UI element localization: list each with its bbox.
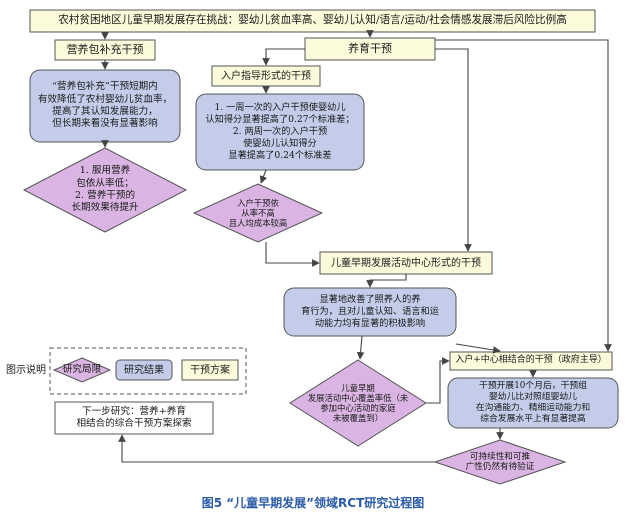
combined-header-box (449, 351, 613, 371)
home-visit-limit-diamond (192, 183, 324, 243)
home-visit-result-box (195, 93, 365, 171)
home-visit-result-to-limit-arrow (259, 169, 268, 184)
combined-limit-to-next-step-arrow (118, 434, 435, 463)
home-visit-limit-to-center-arrow (265, 242, 320, 267)
nutrition-limit-diamond (22, 147, 188, 233)
combined-limit-diamond (433, 439, 567, 485)
parenting-header-text: 养育干预 (348, 41, 392, 55)
title-box (29, 9, 596, 33)
figure-caption: 图5 “儿童早期发展”领域RCT研究过程图 (201, 496, 425, 510)
legend-intervention-swatch (181, 359, 239, 381)
legend-result-swatch (115, 359, 173, 381)
parenting-to-combined-arrow (435, 39, 612, 352)
center-limit-to-combined-arrow (426, 357, 450, 404)
center-header-text: 儿童早期发展活动中心形式的干预 (331, 257, 481, 269)
center-result-box (283, 287, 457, 337)
nutrition-limit-text: 1. 服用营养 包依从率低； 2. 营养干预的 长期效果待提升 (71, 165, 139, 214)
center-result-to-limit-arrow (356, 335, 365, 360)
legend-intervention-label: 干预方案 (190, 364, 230, 376)
center-limit-diamond (289, 359, 427, 447)
center-result-text: 显著地改善了照养人的养 育行为，且对儿童认知、语言和运 动能力均有显著的积极影响 (301, 294, 439, 329)
parenting-to-home-visit-arrow (262, 48, 305, 66)
nutrition-header-text: 营养包补充干预 (66, 42, 144, 56)
legend-limitation-label: 研究局限 (62, 363, 102, 375)
home-visit-result-text: 1. 一周一次的入户干预使婴幼儿 认知得分显著提高了0.27个标准差； 2. 两… (205, 102, 355, 161)
combined-limit-text: 可持续性和可推 广性仍然有待验证 (465, 451, 535, 472)
combined-header-text: 入户+中心相结合的干预（政府主导） (455, 355, 607, 366)
legend-result-label: 研究结果 (124, 364, 164, 376)
legend-title: 图示说明 (6, 364, 46, 376)
nutrition-result-text: “营养包补充”干预短期内 有效降低了农村婴幼儿贫血率， 提高了其认知发展能力， … (37, 81, 173, 130)
next-step-box (54, 401, 214, 435)
combined-result-box (447, 377, 619, 429)
home-visit-header-text: 入户指导形式的干预 (221, 70, 311, 82)
title-text: 农村贫困地区儿童早期发展存在挑战：婴幼儿贫血率高、婴幼儿认知/语言/运动/社会情… (58, 14, 567, 27)
parenting-to-center-arrow (435, 48, 472, 252)
legend-frame (49, 347, 247, 395)
home-visit-limit-text: 入户干预依 从率不高 且人均成本较高 (228, 197, 288, 229)
next-step-text: 下一步研究：营养+养育 相结合的综合干预方案探索 (76, 406, 192, 429)
center-header-to-result-arrow (366, 274, 407, 288)
combined-result-text: 干预开展10个月后，干预组 婴幼儿比对照组婴幼儿 在沟通能力、精细运动能力和 综… (475, 381, 591, 424)
legend-limitation-swatch (52, 357, 112, 383)
center-limit-text: 儿童早期 发展活动中心覆盖率低（未 参加中心活动的家庭 未被覆盖到） (307, 382, 409, 424)
center-result-to-combined-arrow (455, 343, 501, 354)
